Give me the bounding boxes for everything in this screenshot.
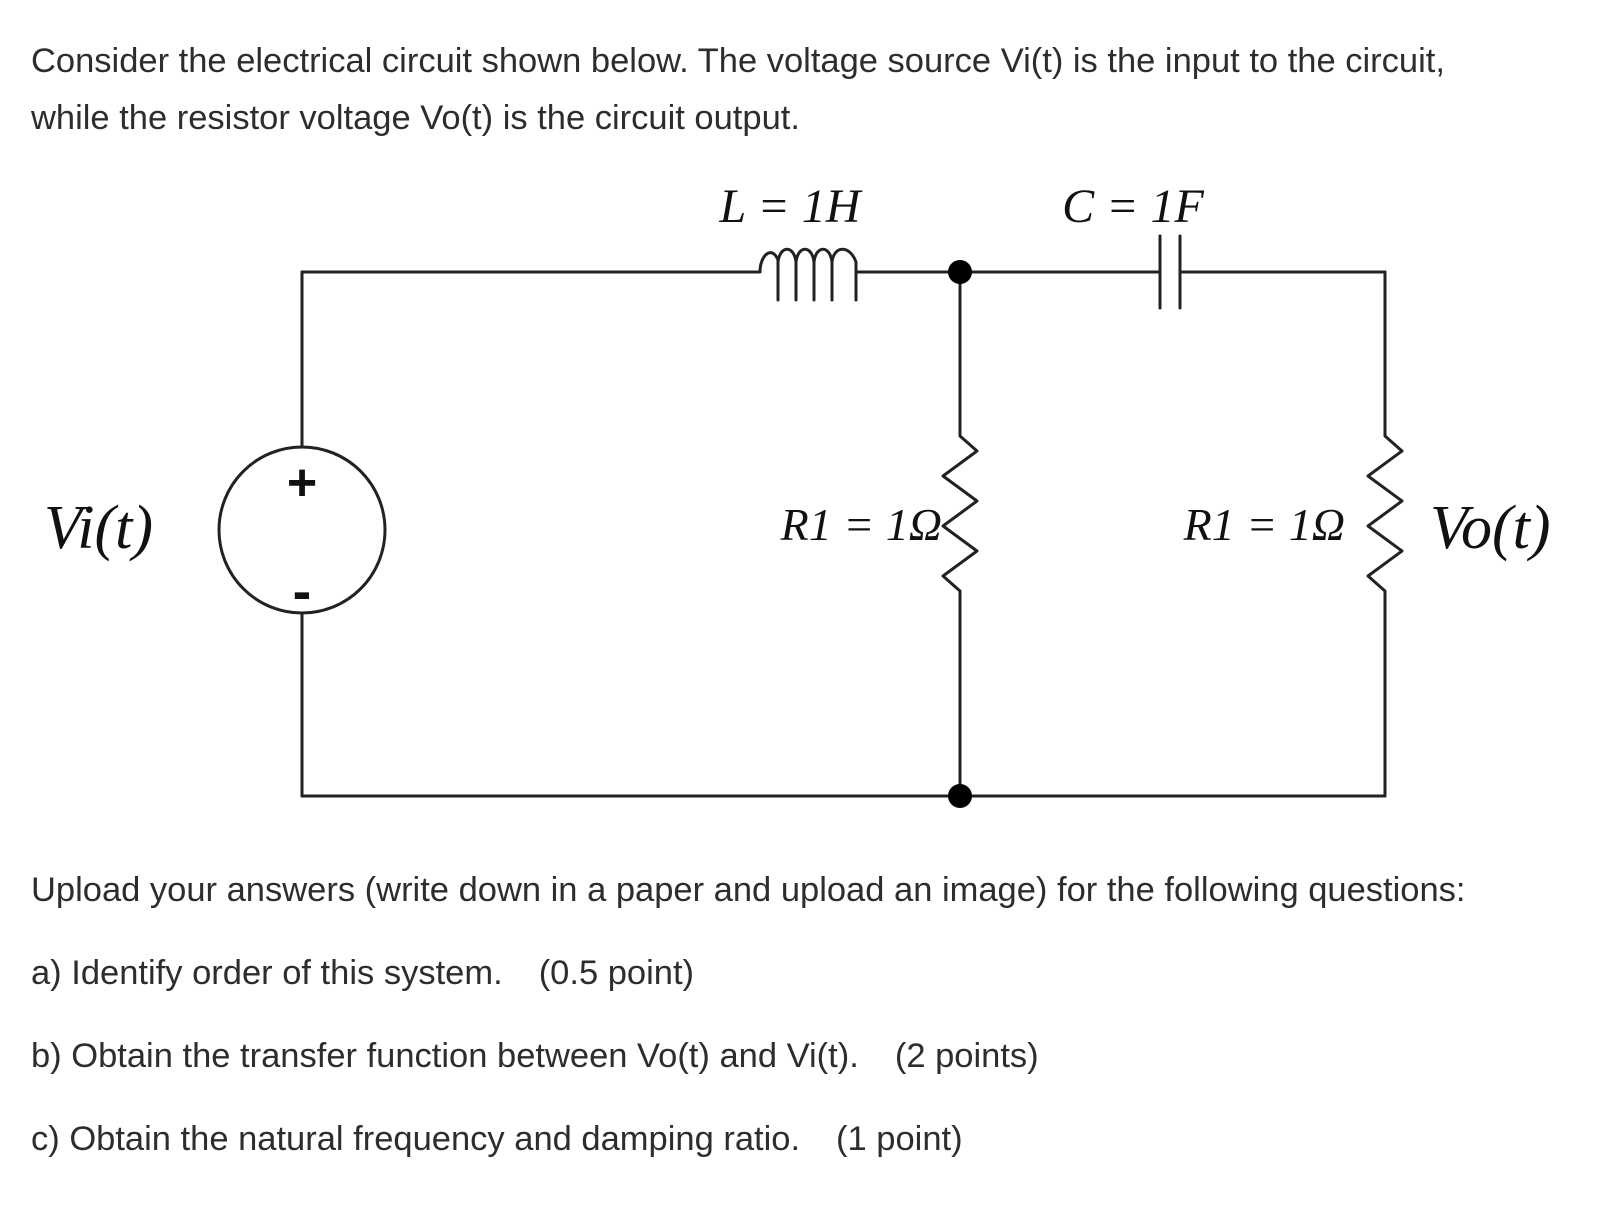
question-c-text: c) Obtain the natural frequency and damp… [31,1120,801,1158]
resistor-2-label: R1 = 1Ω [1183,499,1345,550]
capacitor-label: C = 1F [1062,180,1204,233]
question-a-points: (0.5 point) [538,954,695,992]
intro-line-1: Consider the electrical circuit shown be… [31,42,1445,80]
voltage-source-symbol [217,445,387,615]
question-b-points: (2 points) [894,1037,1039,1075]
resistor-1-symbol [941,424,979,604]
source-minus-sign: - [293,559,312,622]
question-c-points: (1 point) [836,1120,963,1158]
intro-line-2: while the resistor voltage Vo(t) is the … [31,99,800,137]
question-b: b) Obtain the transfer function between … [31,1037,1039,1076]
question-a-text: a) Identify order of this system. [31,954,503,992]
circuit-diagram: + - L = 1H C = 1F R1 = 1Ω R1 = 1Ω Vi(t) … [44,180,1551,808]
output-voltage-label: Vo(t) [1430,494,1551,562]
junction-bottom-dot [948,784,972,808]
resistor-1-label: R1 = 1Ω [780,499,942,550]
question-b-text: b) Obtain the transfer function between … [31,1037,859,1075]
resistor-2-symbol [1366,424,1404,604]
question-c: c) Obtain the natural frequency and damp… [31,1120,963,1159]
capacitor-symbol [1158,234,1182,310]
question-a: a) Identify order of this system. (0.5 po… [31,954,694,993]
inductor-symbol [720,247,962,302]
source-voltage-label: Vi(t) [44,494,153,562]
inductor-label: L = 1H [719,180,863,233]
questions-header: Upload your answers (write down in a pap… [31,871,1466,909]
source-plus-sign: + [287,454,317,512]
intro-paragraph: Consider the electrical circuit shown be… [31,33,1576,147]
junction-top-dot [948,260,972,284]
